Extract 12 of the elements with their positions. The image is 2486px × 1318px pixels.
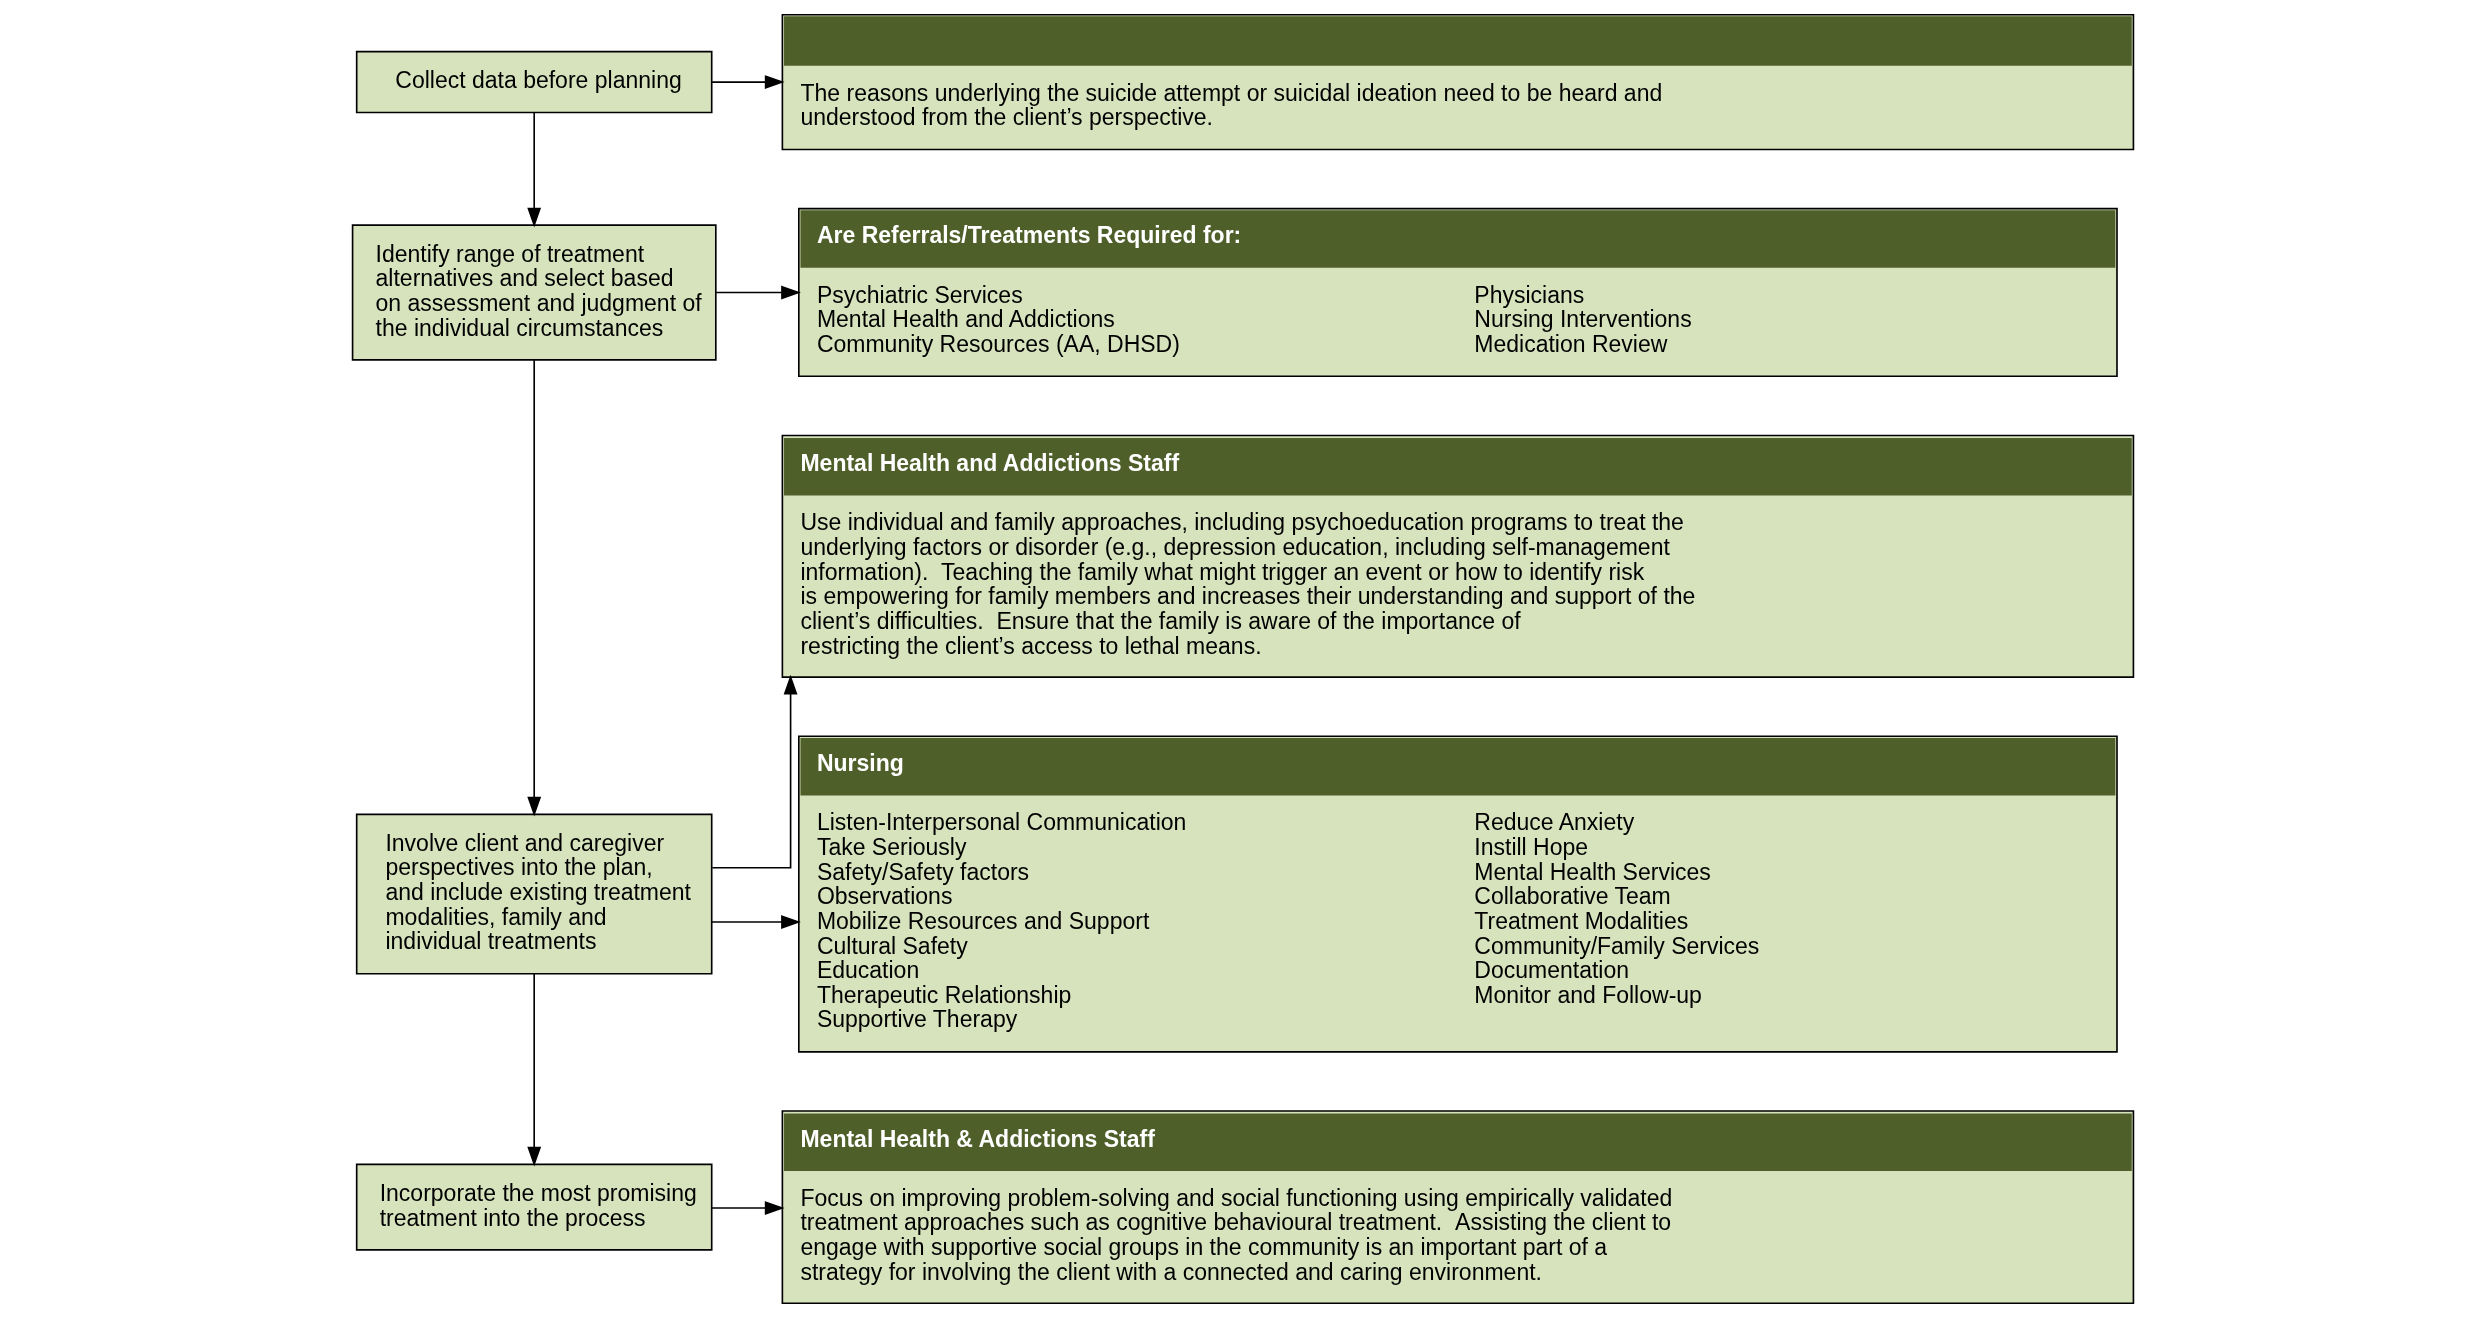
arrow (527, 111, 542, 228)
node-box: Incorporate the most promising treatment into the process (355, 1163, 713, 1251)
node-box: Identify range of treatment alternatives and select based on assessment and judgment of the individual circumstances (351, 224, 717, 361)
arrow (710, 915, 801, 929)
arrow (710, 75, 785, 89)
arrow (715, 285, 801, 300)
arrow (527, 359, 542, 817)
arrow (527, 973, 542, 1167)
arrow (710, 1201, 785, 1215)
node-box: Collect data before planning (355, 50, 713, 114)
arrow (711, 674, 798, 869)
node-box: Involve client and caregiver perspectives into the plan, and include existing treatment modalities, family and individual treatments (355, 813, 713, 975)
